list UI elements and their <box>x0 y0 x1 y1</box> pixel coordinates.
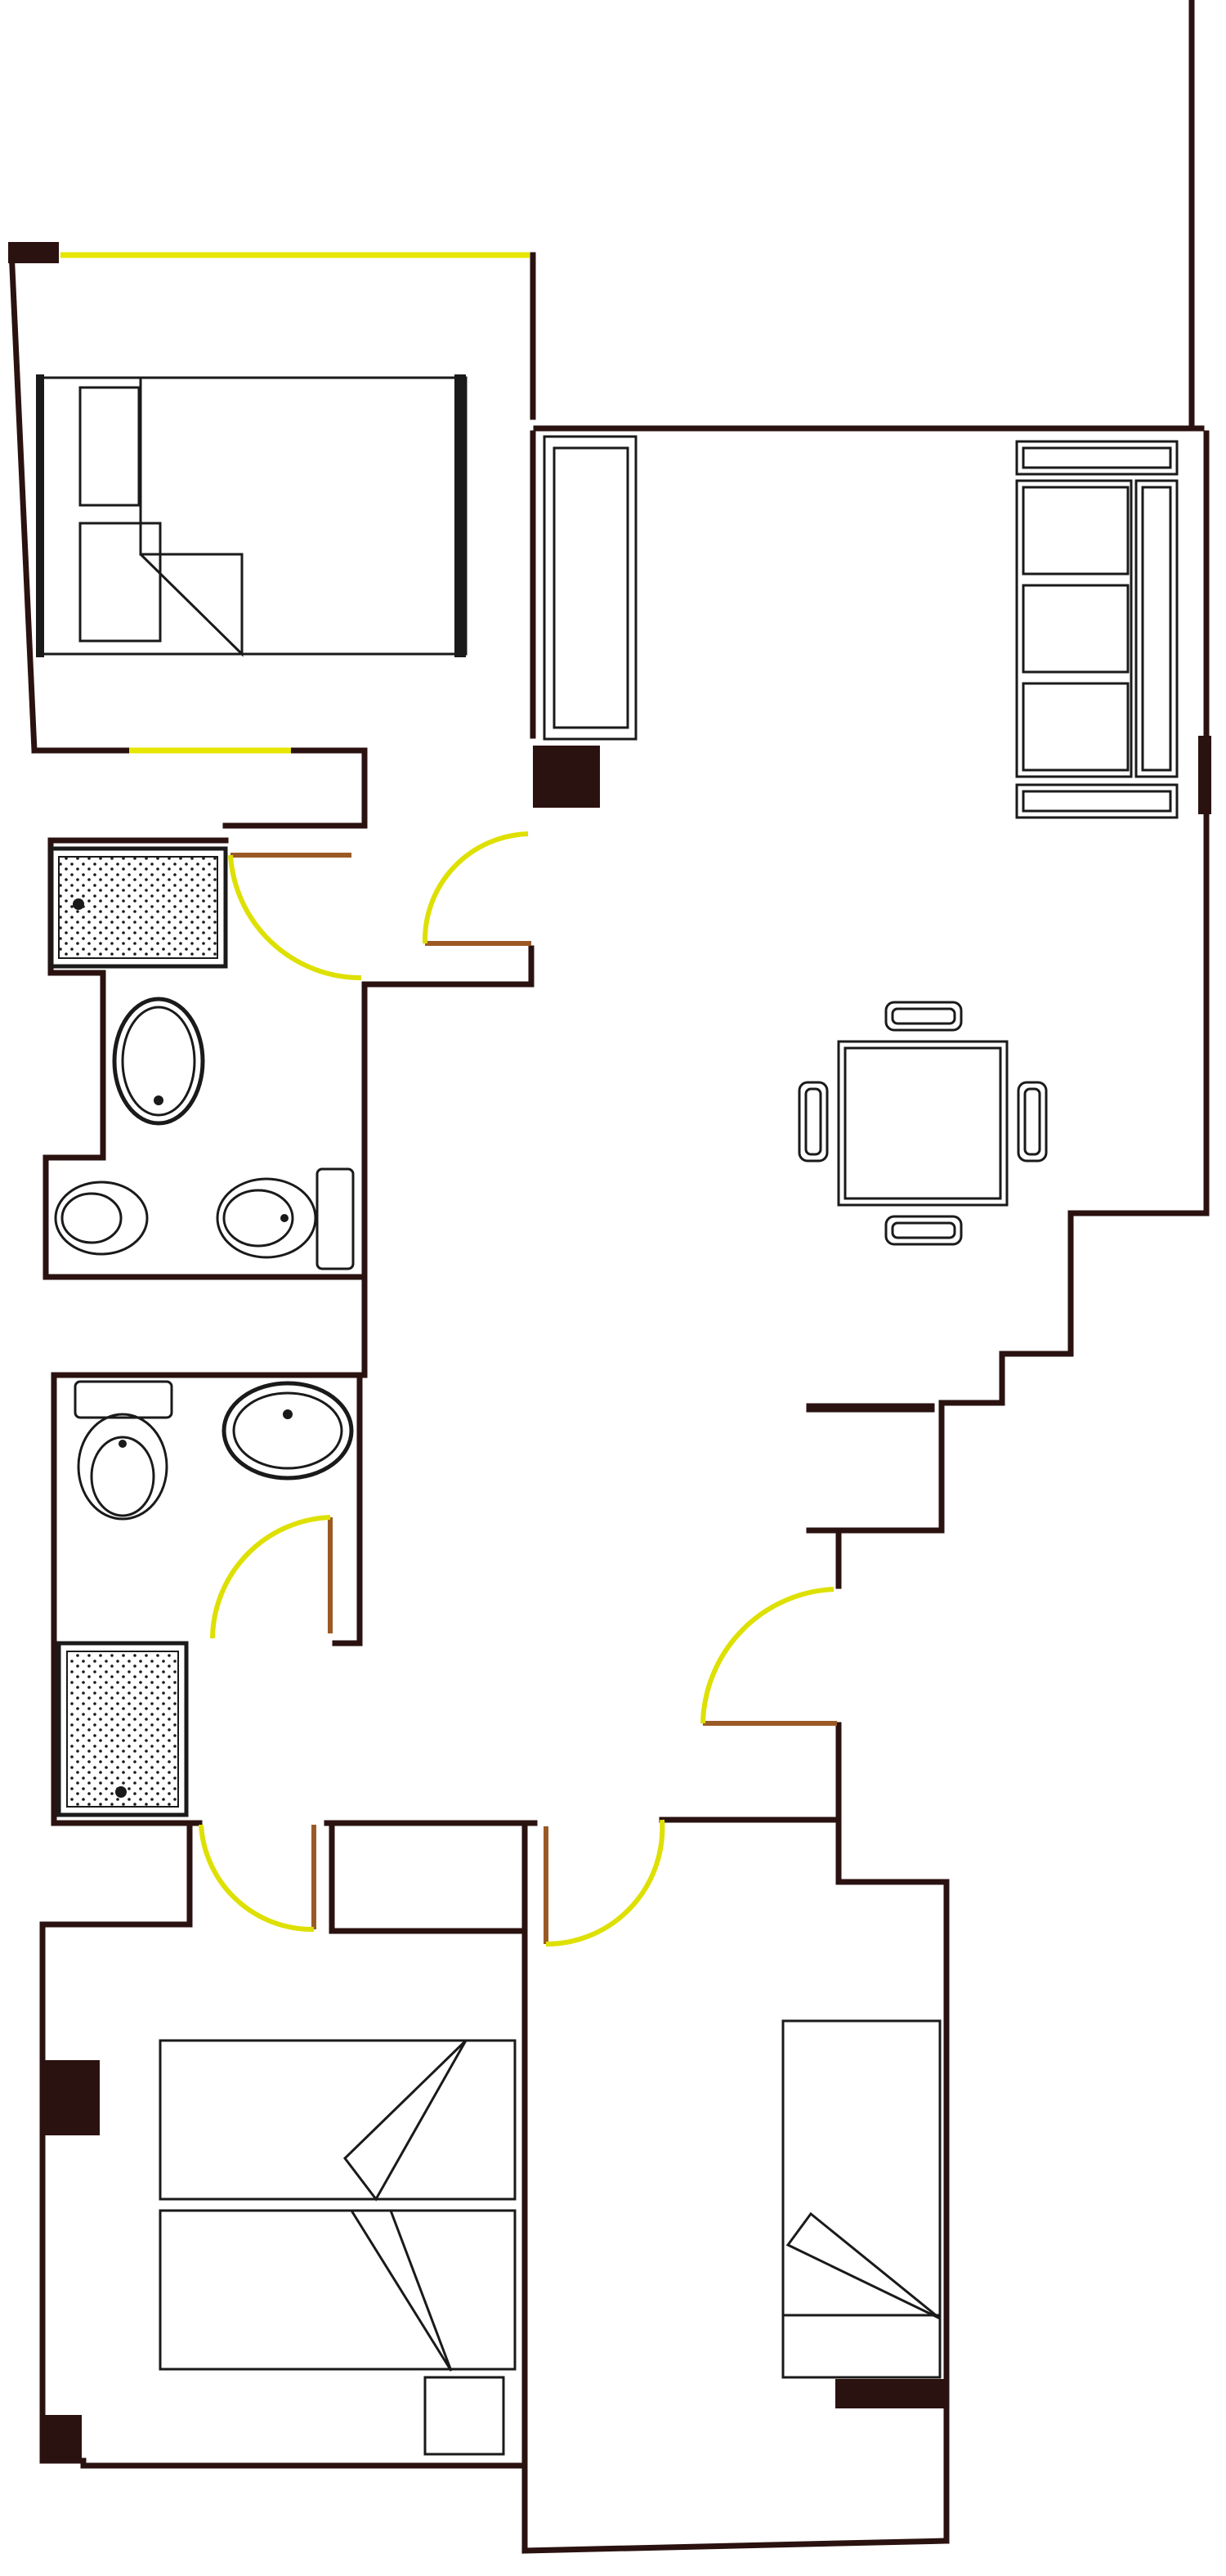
column-living <box>533 746 600 808</box>
door-bedroom-se <box>544 1819 665 1947</box>
wall-bath-upper <box>43 837 368 1280</box>
sofa-cushion <box>1022 682 1130 772</box>
walls <box>8 0 1210 2554</box>
dining-table <box>837 1040 1009 1207</box>
wall-bedroom-north-south <box>31 747 368 829</box>
column-sw-1 <box>43 2060 100 2135</box>
wall-closet <box>329 1820 528 2554</box>
door-bedroom-north <box>422 831 531 946</box>
single-bed <box>781 2019 942 2379</box>
pillar-east <box>1198 736 1211 814</box>
wardrobe <box>543 435 638 741</box>
doors <box>199 831 837 1947</box>
sink <box>221 1381 354 1481</box>
column-sw-2 <box>43 2415 82 2461</box>
toilet <box>74 1380 173 1521</box>
sofa-cushion <box>1022 584 1130 674</box>
windows <box>60 252 530 754</box>
pillow <box>78 386 141 507</box>
toilet <box>216 1167 355 1270</box>
nightstand <box>423 2376 505 2456</box>
wall-bath-lower <box>39 1372 363 2464</box>
wall-corridor-west <box>332 981 368 1646</box>
wall-bedroom-north <box>8 247 38 754</box>
door-bath-lower <box>210 1515 333 1639</box>
wall-hall-north <box>361 945 535 988</box>
twin-bed <box>159 2039 517 2202</box>
wall-hall-south <box>186 1817 842 1826</box>
column-ne-bedroom <box>8 242 59 263</box>
door-entrance <box>700 1587 837 1726</box>
shower-tray <box>48 846 228 969</box>
bidet <box>54 1180 149 1256</box>
columns <box>8 242 1211 2461</box>
twin-bed <box>159 2209 517 2372</box>
chair <box>884 1001 963 1032</box>
wall-living-stepped <box>835 1210 1210 1589</box>
sink <box>112 997 205 1126</box>
chair <box>884 1215 963 1246</box>
sofa-cushion <box>1022 486 1130 576</box>
furniture <box>36 374 1179 2456</box>
door-bath-upper <box>228 853 362 981</box>
column-se <box>835 2379 946 2408</box>
wall-bedroom-south-bottom <box>39 2457 950 2554</box>
sofa <box>1015 440 1179 819</box>
chair <box>1017 1081 1048 1163</box>
door-bedroom-sw <box>199 1824 316 1933</box>
shower-tray <box>56 1641 189 1817</box>
wall-entrance-east <box>835 1722 950 2544</box>
chair <box>798 1081 829 1163</box>
pillow <box>78 522 162 643</box>
double-bed <box>36 374 468 657</box>
